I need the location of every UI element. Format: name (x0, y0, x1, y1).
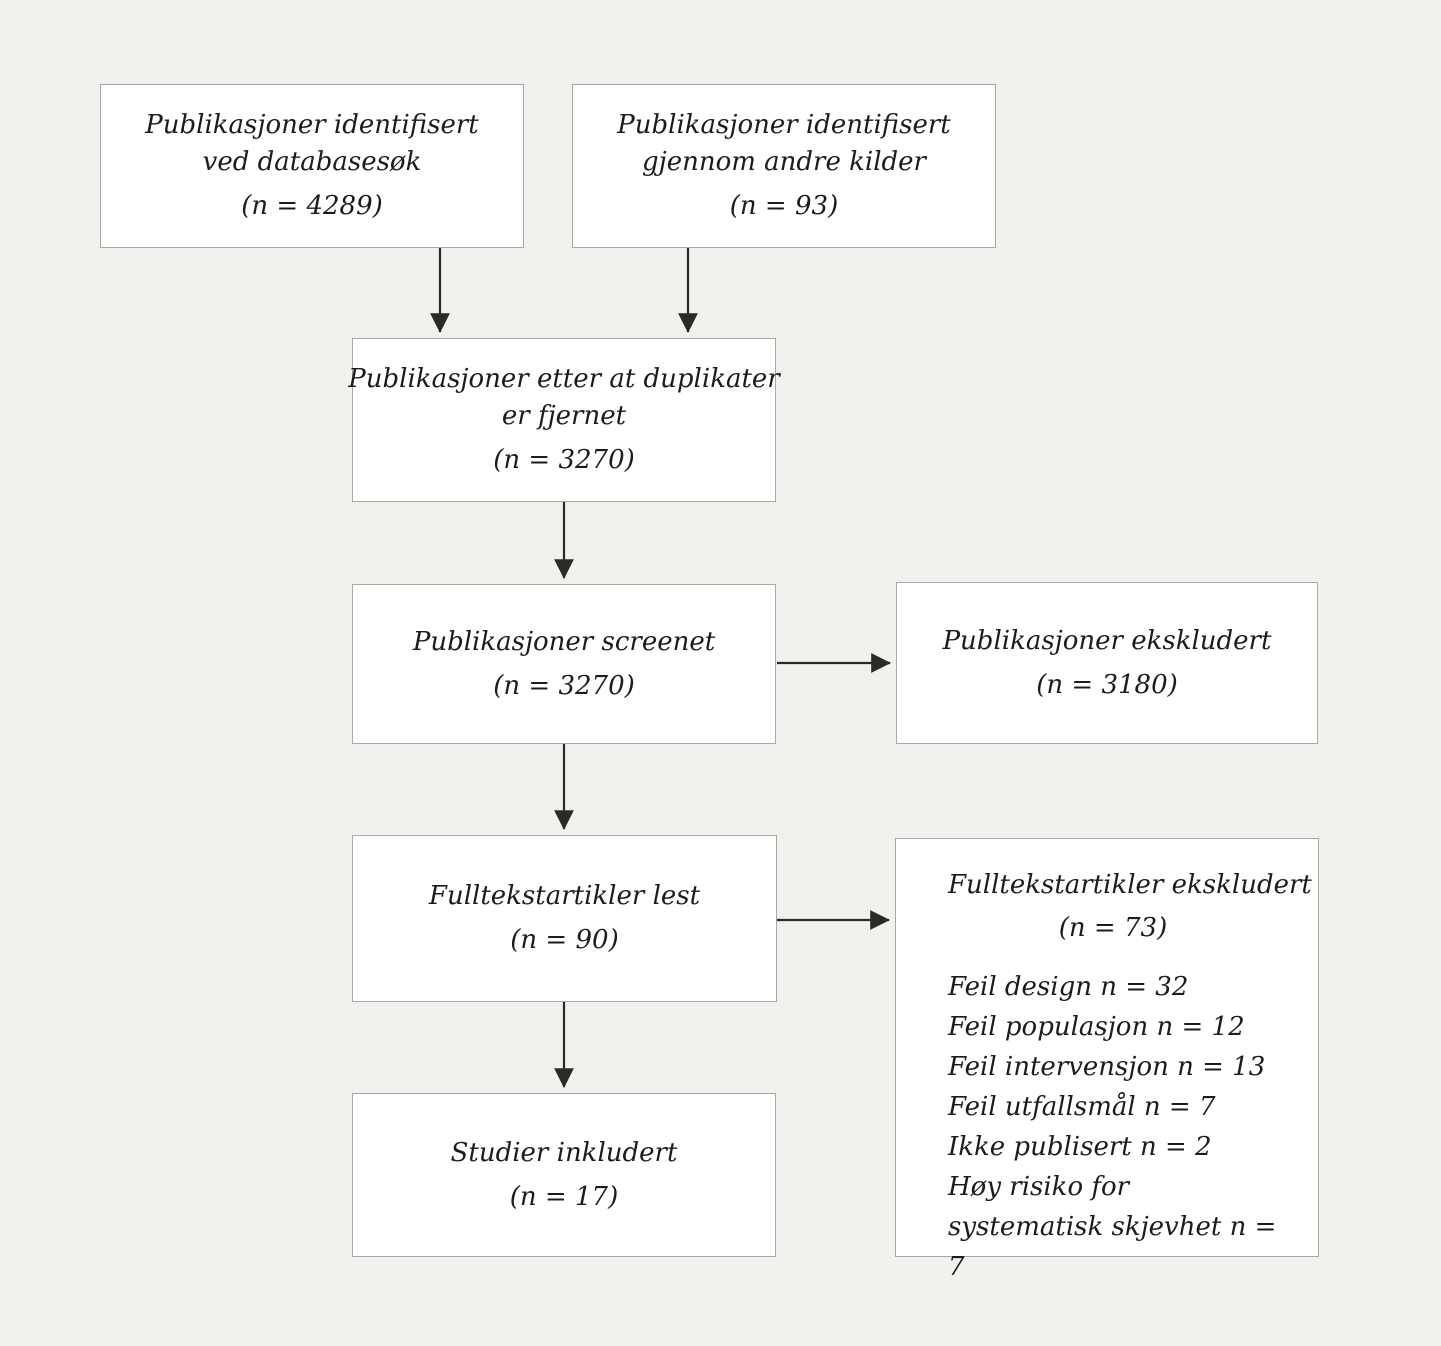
box-excluded-screening: Publikasjoner ekskludert (n = 3180) (896, 582, 1318, 744)
box-text-line: Publikasjoner ekskludert (942, 625, 1272, 656)
box-identified-database: Publikasjoner identifisert ved databases… (100, 84, 524, 248)
box-after-duplicates-removed: Publikasjoner etter at duplikater er fje… (348, 338, 780, 502)
box-count: (n = 73) (1058, 913, 1168, 943)
box-fulltext-excluded: Fulltekstartikler ekskludert (n = 73) Fe… (895, 838, 1319, 1282)
box-count: (n = 90) (510, 925, 619, 955)
box-count: (n = 3270) (493, 670, 635, 701)
box-text-line: Studier inkludert (450, 1137, 678, 1168)
exclusion-reason: Feil utfallsmål n = 7 (948, 1092, 1216, 1122)
box-text-line: Publikasjoner identifisert (617, 110, 951, 140)
box-identified-other-sources: Publikasjoner identifisert gjennom andre… (572, 84, 996, 248)
box-text-line: gjennom andre kilder (642, 147, 926, 177)
box-fulltext-read: Fulltekstartikler lest (n = 90) (352, 835, 777, 1002)
box-text-line: er fjernet (501, 401, 627, 431)
exclusion-reason: Høy risiko for systematisk skjevhet n = … (948, 1172, 1277, 1282)
box-studies-included: Studier inkludert (n = 17) (352, 1093, 776, 1257)
box-count: (n = 4289) (241, 191, 383, 221)
box-text-line: ved databasesøk (202, 147, 422, 177)
box-title: Fulltekstartikler ekskludert (948, 870, 1312, 900)
exclusion-reason: Feil populasjon n = 12 (948, 1012, 1245, 1042)
box-text-line: Publikasjoner etter at duplikater (348, 364, 780, 394)
exclusion-reason: Feil intervensjon n = 13 (948, 1052, 1266, 1082)
exclusion-reason: Ikke publisert n = 2 (948, 1132, 1212, 1162)
box-text-line: Publikasjoner identifisert (145, 110, 479, 140)
box-count: (n = 93) (729, 191, 839, 221)
box-count: (n = 17) (509, 1181, 619, 1212)
box-count: (n = 3180) (1036, 669, 1178, 700)
exclusion-reason: Feil design n = 32 (948, 972, 1189, 1002)
exclusion-reasons-list: Feil design n = 32 Feil populasjon n = 1… (948, 967, 1278, 1287)
box-count: (n = 3270) (493, 445, 635, 475)
box-text-line: Publikasjoner screenet (412, 626, 716, 657)
box-text-line: Fulltekstartikler lest (428, 881, 701, 911)
box-screened: Publikasjoner screenet (n = 3270) (352, 584, 776, 744)
